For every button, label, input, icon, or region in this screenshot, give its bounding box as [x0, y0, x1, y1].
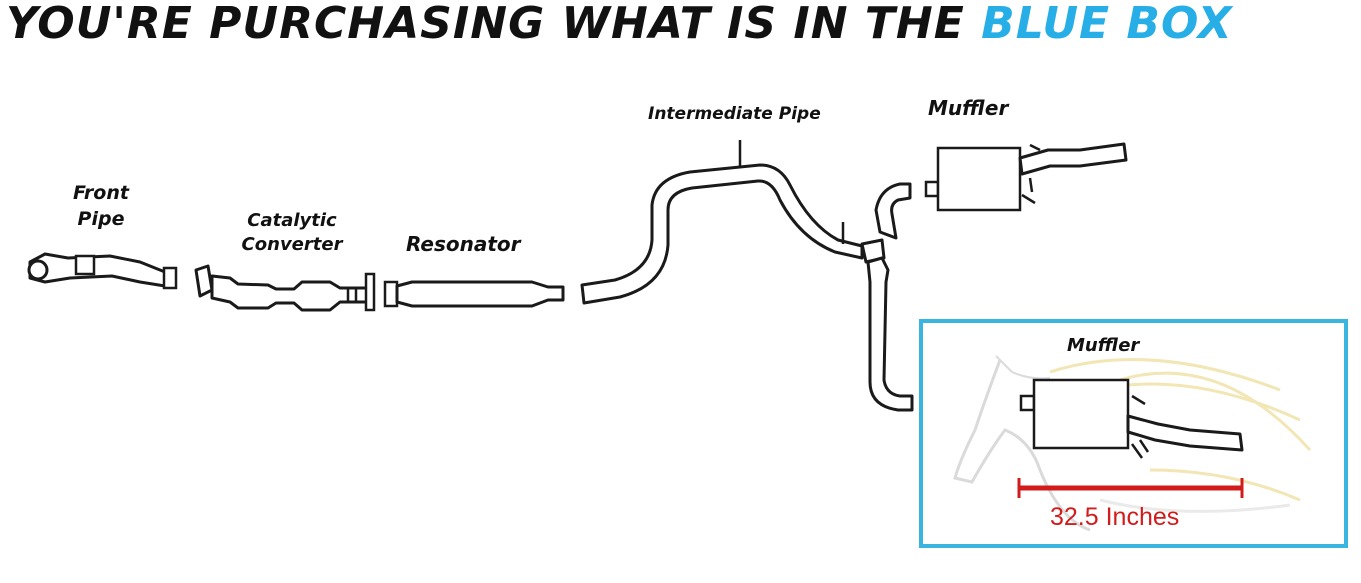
- resonator: [383, 280, 565, 308]
- catalytic-label-line2: Converter: [241, 234, 343, 255]
- headline: YOU'RE PURCHASING WHAT IS IN THE BLUE BO…: [6, 0, 1356, 52]
- dimension-line: [1017, 478, 1244, 498]
- blue-box: [919, 319, 1348, 548]
- muffler-box: [1019, 378, 1244, 459]
- catalytic-converter-label: Catalytic Converter: [232, 209, 352, 257]
- headline-main: YOU'RE PURCHASING WHAT IS IN THE: [6, 0, 965, 49]
- muffler-top: [924, 142, 1128, 212]
- catalytic-converter: [194, 264, 376, 312]
- front-pipe-label-line1: Front: [73, 182, 129, 204]
- front-pipe-label-line2: Pipe: [77, 208, 125, 230]
- front-pipe-label: Front Pipe: [66, 180, 136, 232]
- intermediate-pipe-label: Intermediate Pipe: [648, 104, 821, 124]
- y-pipe: [860, 182, 914, 412]
- resonator-label: Resonator: [406, 232, 521, 256]
- horse-head-icon: [953, 355, 1312, 532]
- muffler-box-label: Muffler: [1067, 335, 1140, 356]
- headline-accent: BLUE BOX: [981, 0, 1233, 49]
- catalytic-label-line1: Catalytic: [247, 210, 337, 231]
- front-pipe: [27, 252, 178, 290]
- dimension-label: 32.5 Inches: [1050, 503, 1180, 531]
- muffler-top-label: Muffler: [928, 96, 1009, 120]
- intermediate-pipe: [580, 140, 864, 305]
